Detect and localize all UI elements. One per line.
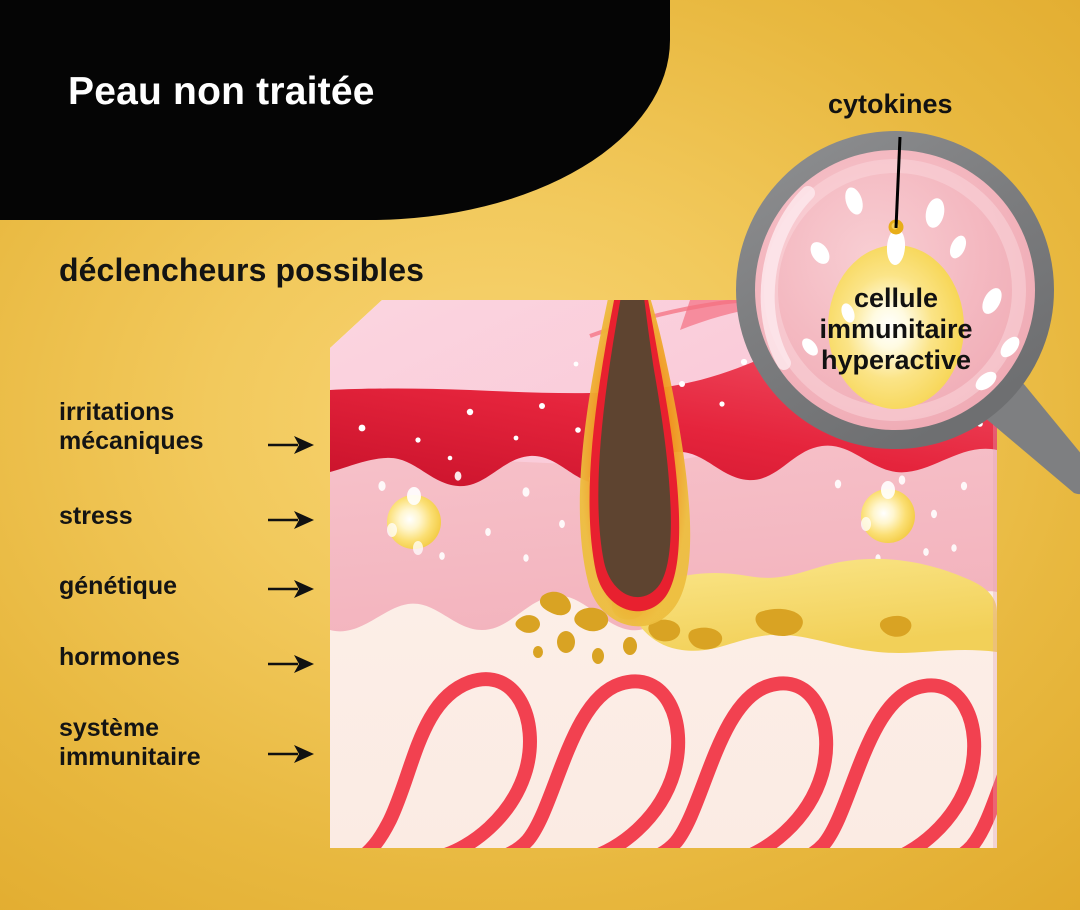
trigger-label-systeme-immunitaire: système immunitaire bbox=[59, 714, 201, 772]
page-title: Peau non traitée bbox=[68, 70, 375, 113]
arrow-right-icon bbox=[268, 580, 314, 598]
cytokines-label: cytokines bbox=[828, 89, 953, 119]
magnified-content bbox=[802, 187, 1020, 409]
cytokine-highlight-core bbox=[891, 222, 899, 230]
hyperactive-cell-label: cellule immunitaire hyperactive bbox=[819, 283, 973, 376]
arrow-right-icon bbox=[268, 655, 314, 673]
arrow-right-icon bbox=[268, 745, 314, 763]
arrow-right-icon bbox=[268, 511, 314, 529]
arrow-right-icon bbox=[268, 436, 314, 454]
hair-follicle bbox=[579, 300, 691, 627]
trigger-label-irritations-mecaniques: irritations mécaniques bbox=[59, 398, 204, 456]
trigger-label-genetique: génétique bbox=[59, 572, 178, 600]
cytokine-dots bbox=[802, 187, 1020, 391]
blood-vessel-loops bbox=[330, 672, 997, 848]
section-heading: déclencheurs possibles bbox=[59, 252, 425, 288]
block-right-edge bbox=[993, 300, 997, 848]
trigger-label-hormones: hormones bbox=[59, 643, 180, 671]
hyperactive-immune-cell bbox=[828, 245, 964, 409]
lens-highlight bbox=[760, 186, 815, 370]
trigger-label-stress: stress bbox=[59, 502, 133, 530]
immune-cell-left bbox=[387, 487, 441, 555]
immune-cell-right bbox=[861, 481, 915, 543]
